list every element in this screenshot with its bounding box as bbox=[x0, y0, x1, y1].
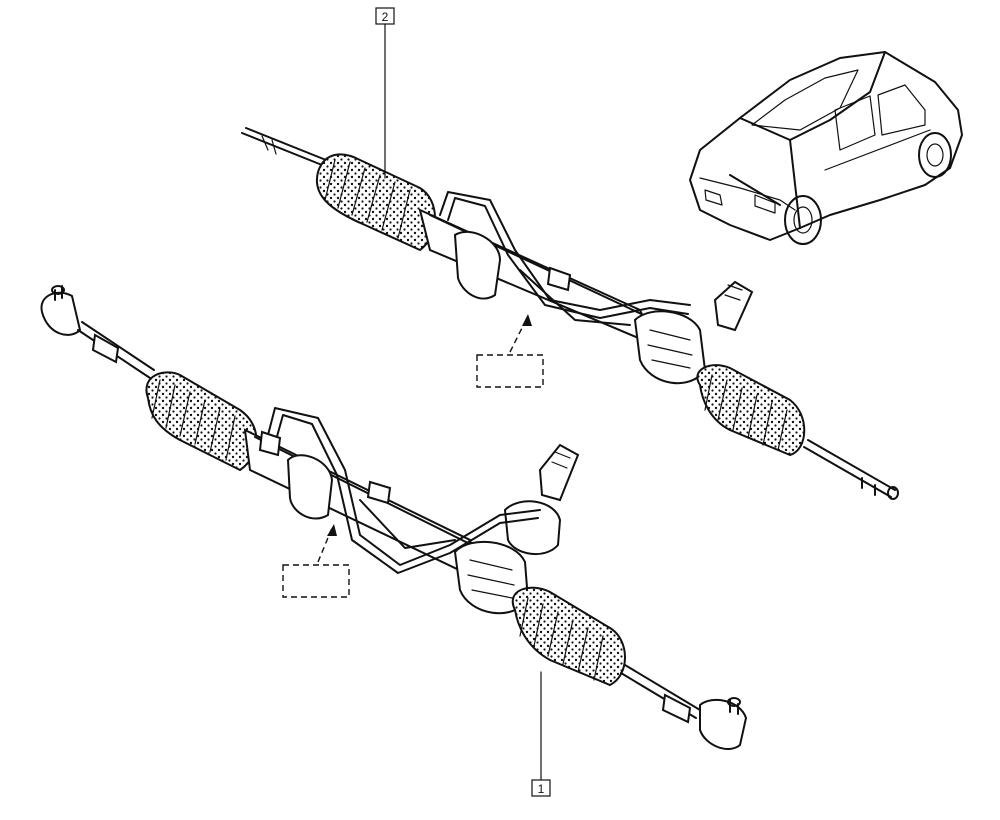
callout-1-label: 1 bbox=[538, 782, 545, 796]
dashed-arrow-icon bbox=[317, 524, 337, 563]
lower-steering-rack bbox=[40, 285, 748, 750]
car-location-icon bbox=[689, 51, 963, 245]
view-detail-box-upper bbox=[476, 354, 544, 388]
view-detail-box-lower bbox=[282, 564, 350, 598]
callout-2-label: 2 bbox=[382, 10, 389, 24]
upper-steering-rack bbox=[241, 127, 899, 500]
dashed-arrow-icon bbox=[509, 314, 532, 353]
callout-1-box bbox=[531, 779, 551, 797]
callout-2-box bbox=[375, 7, 395, 25]
